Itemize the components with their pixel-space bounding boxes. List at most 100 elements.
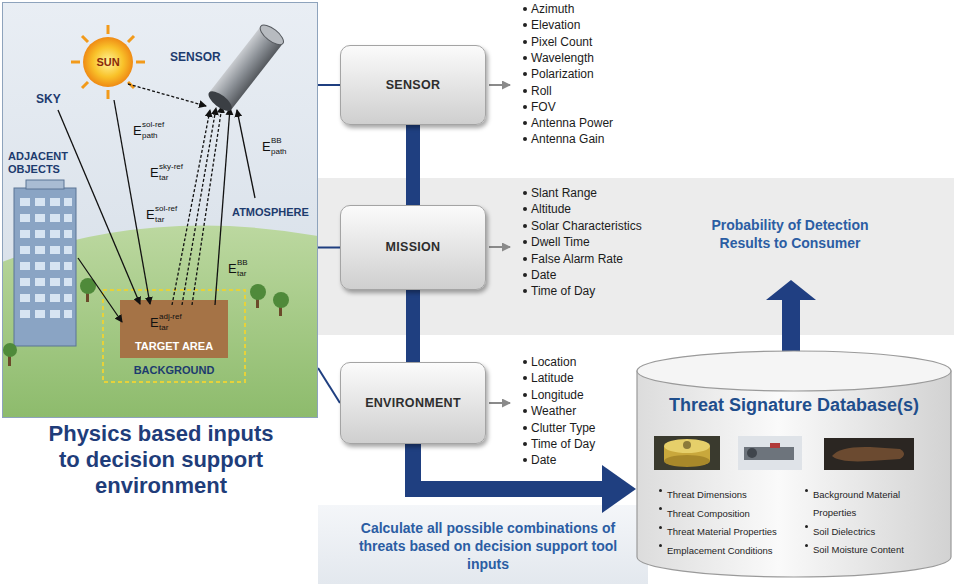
connector-line [318, 368, 340, 403]
bullet-dot [523, 7, 527, 11]
list-item: Altitude [531, 202, 571, 216]
mine-base [664, 455, 710, 467]
list-item: Longitude [531, 388, 584, 402]
connector [413, 444, 636, 513]
sun-rays [71, 25, 145, 99]
list-item: Latitude [531, 371, 574, 385]
device-photo [738, 436, 802, 470]
list-item: Clutter Type [531, 421, 595, 435]
radiance-subscript: path [142, 131, 158, 140]
list-item: Roll [531, 84, 552, 98]
radiance-superscript: sol-ref [142, 120, 164, 129]
bullet-dot [523, 273, 527, 277]
background-outline [103, 290, 245, 382]
shell-photo [824, 438, 914, 470]
sun [83, 37, 133, 87]
list-arrow [489, 246, 510, 248]
cylinder-body [637, 371, 951, 577]
bullet-dot [659, 544, 662, 547]
bullet-item: Soil Moisture Content [804, 539, 932, 557]
list-item: Weather [531, 404, 576, 418]
building-windows [20, 198, 72, 318]
category-box: SENSOR [340, 45, 486, 125]
bullet-dot [805, 489, 808, 492]
database-item: Soil Moisture Content [813, 544, 904, 555]
list-item: Dwell Time [531, 235, 590, 249]
connector [413, 290, 414, 362]
list-item: Pixel Count [531, 35, 592, 49]
bullet-dot [523, 40, 527, 44]
arrow-head [602, 465, 636, 513]
bullet-dot [523, 105, 527, 109]
connector-line [318, 247, 340, 249]
scene-label: TARGET AREA [120, 340, 228, 353]
list-item: Azimuth [531, 2, 574, 16]
text-column: Threat DimensionsThreat CompositionThrea… [658, 484, 798, 558]
bullet-dot [523, 257, 527, 261]
device-body [744, 447, 794, 460]
device-part [747, 448, 757, 458]
bullet-dot [805, 525, 808, 528]
category-box: ENVIRONMENT [340, 362, 486, 444]
text-column: Background Material PropertiesSoil Diele… [804, 484, 932, 558]
mine-photo [654, 436, 720, 470]
radiance-rays [58, 84, 255, 322]
database-item: Soil Dielectrics [813, 526, 875, 537]
edge-label: Calculate all possible combinations of t… [338, 519, 638, 573]
cylinder-top [637, 351, 951, 391]
result-arrow-head [766, 280, 816, 300]
bullet-dot [523, 376, 527, 380]
database-item: Threat Composition [667, 508, 750, 519]
scene-label: SUN [88, 55, 128, 69]
list-item: Solar Characteristics [531, 219, 642, 233]
radiance-subscript: tar [159, 173, 168, 182]
connector-line [318, 84, 340, 86]
bullet-dot [523, 121, 527, 125]
bullet-item: Threat Dimensions [658, 484, 798, 502]
list-item: Time of Day [531, 284, 595, 298]
bullet-dot [523, 137, 527, 141]
bullet-item: Emplacement Conditions [658, 540, 798, 558]
scene-label: ATMOSPHERE [232, 206, 309, 219]
connector-line [406, 125, 420, 205]
list-item: Slant Range [531, 186, 597, 200]
sensor-cylinder [205, 22, 286, 115]
connector [413, 125, 414, 205]
mine-top [664, 439, 710, 453]
bullet-item: Soil Dielectrics [804, 521, 932, 539]
box-title: ENVIRONMENT [365, 396, 461, 411]
bullet-dot [523, 191, 527, 195]
bullet-dot [523, 442, 527, 446]
radiance-symbol: E [228, 262, 237, 276]
list-arrow [489, 402, 510, 404]
scene-label: ADJACENT OBJECTS [8, 150, 88, 176]
radiance-superscript: adj-ref [159, 312, 182, 321]
radiance-symbol: E [150, 166, 159, 180]
scene-label: SENSOR [170, 50, 221, 64]
building [14, 188, 76, 346]
radiance-subscript: tar [159, 323, 168, 332]
bullet-dot [659, 526, 662, 529]
list-arrow [489, 84, 510, 86]
category-box: MISSION [340, 205, 486, 290]
bullet-item: Threat Composition [658, 503, 798, 521]
bullet-dot [659, 489, 662, 492]
list-item: Wavelength [531, 51, 594, 65]
bullet-dot [523, 72, 527, 76]
radiance-symbol: E [150, 316, 159, 330]
bullet-dot [659, 507, 662, 510]
database-item: Threat Material Properties [667, 526, 777, 537]
list-item: Polarization [531, 67, 594, 81]
radiance-symbol: E [133, 124, 142, 138]
database-title: Threat Signature Database(s) [636, 394, 952, 416]
list-item: False Alarm Rate [531, 252, 623, 266]
radiance-subscript: tar [155, 215, 164, 224]
bullet-dot [523, 393, 527, 397]
connector [318, 85, 340, 86]
result-arrow-shaft [782, 298, 800, 358]
list-item: Antenna Power [531, 116, 613, 130]
bullet-dot [523, 426, 527, 430]
radiance-superscript: sol-ref [155, 204, 177, 213]
radiance-superscript: BB [237, 258, 248, 267]
